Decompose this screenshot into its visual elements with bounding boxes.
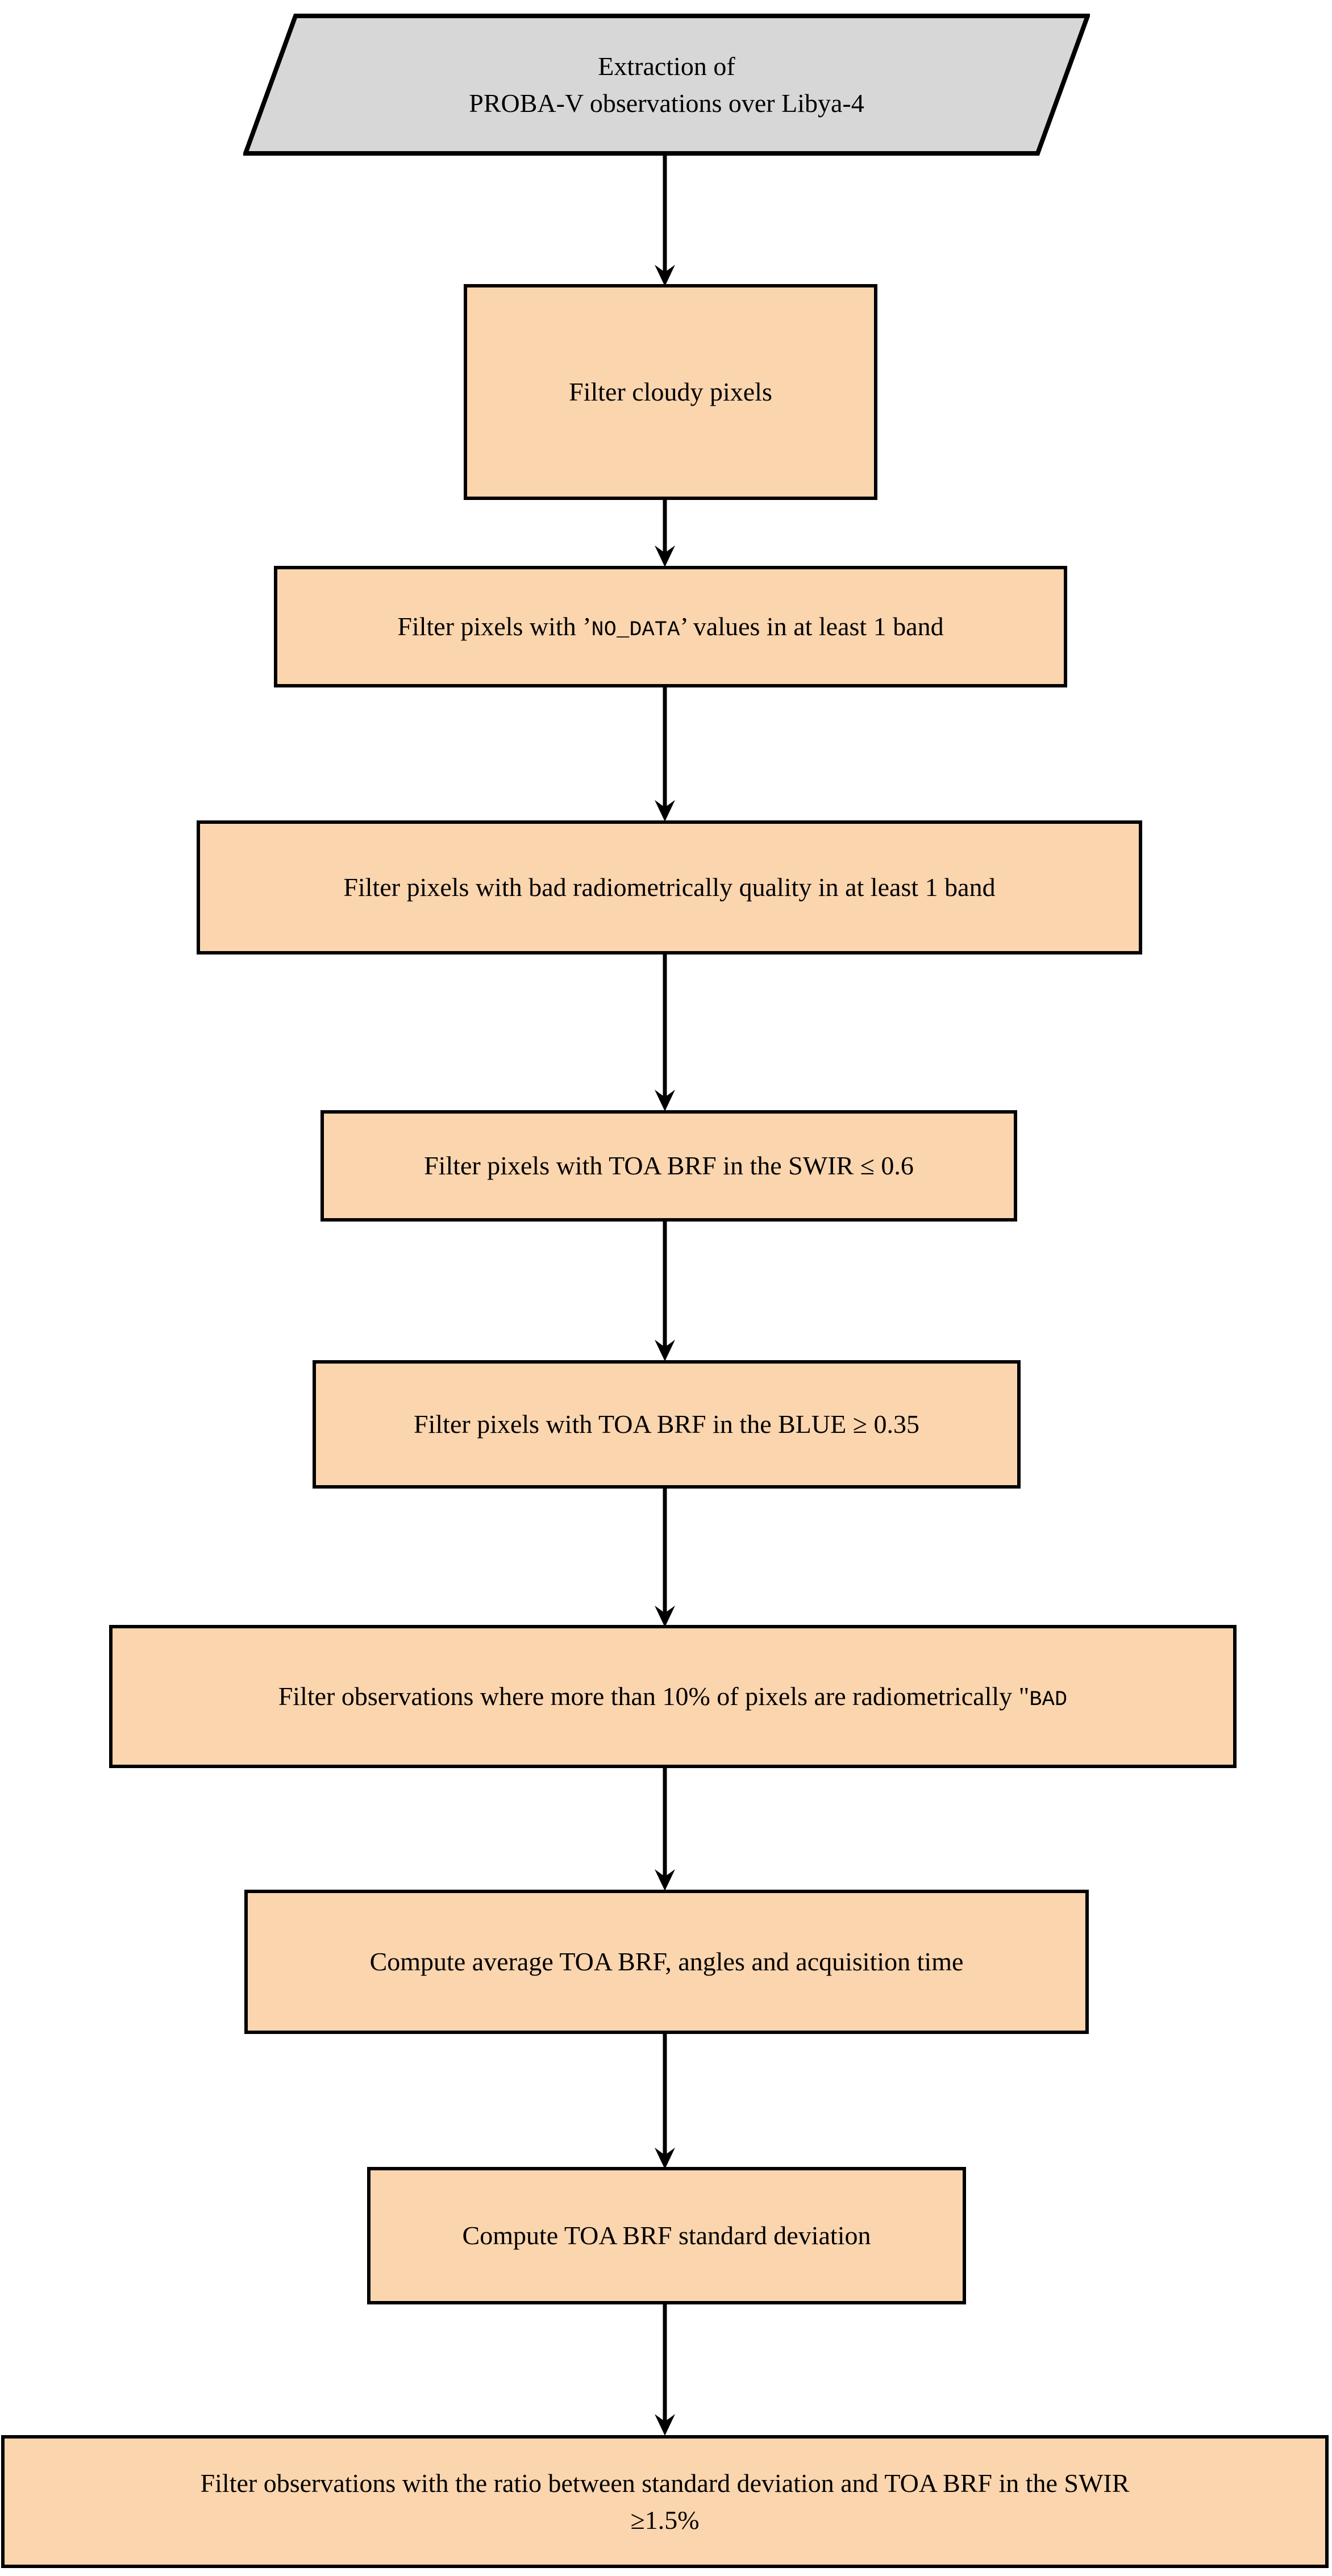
node-extraction-label: Extraction of PROBA-V observations over … [243, 48, 1090, 122]
node-extraction-line1: Extraction of [598, 51, 735, 81]
node-filter-swir-threshold[interactable]: Filter pixels with TOA BRF in the SWIR ≤… [320, 1110, 1017, 1222]
node-filter-ratio-threshold[interactable]: Filter observations with the ratio betwe… [1, 2435, 1329, 2568]
node-filter-bad-radiometric-quality[interactable]: Filter pixels with bad radiometrically q… [197, 820, 1142, 954]
node-filter-bad-observations-label: Filter observations where more than 10% … [113, 1678, 1233, 1715]
edge-n1-to-n2 [648, 152, 682, 287]
node-compute-average-label: Compute average TOA BRF, angles and acqu… [369, 1947, 964, 1977]
node-filter-ratio-threshold-label: Filter observations with the ratio betwe… [5, 2465, 1325, 2539]
node-extraction-terminator[interactable]: Extraction of PROBA-V observations over … [243, 14, 1090, 156]
node-filter-no-data-pre: Filter pixels with ’ [397, 612, 592, 641]
edge-n3-to-n4 [648, 686, 682, 823]
node-filter-bad-observations[interactable]: Filter observations where more than 10% … [109, 1625, 1237, 1768]
edge-n9-to-n10 [648, 2303, 682, 2437]
node-filter-blue-threshold-label: Filter pixels with TOA BRF in the BLUE ≥… [414, 1410, 919, 1439]
node-filter-blue-threshold[interactable]: Filter pixels with TOA BRF in the BLUE ≥… [313, 1360, 1021, 1489]
node-filter-bad-radiometric-quality-label: Filter pixels with bad radiometrically q… [343, 873, 996, 902]
edge-n8-to-n9 [648, 2033, 682, 2170]
token-bad: BAD [1029, 1688, 1068, 1712]
node-filter-bad-observations-pre: Filter observations where more than 10% … [278, 1682, 1030, 1711]
edge-n6-to-n7 [648, 1487, 682, 1628]
edge-n4-to-n5 [648, 953, 682, 1112]
node-filter-swir-threshold-label: Filter pixels with TOA BRF in the SWIR ≤… [424, 1151, 914, 1181]
edge-n5-to-n6 [648, 1220, 682, 1362]
node-compute-average[interactable]: Compute average TOA BRF, angles and acqu… [244, 1890, 1089, 2034]
node-compute-std-dev-label: Compute TOA BRF standard deviation [462, 2221, 871, 2250]
node-filter-ratio-threshold-line1: Filter observations with the ratio betwe… [200, 2468, 1130, 2498]
node-filter-ratio-threshold-line2: ≥1.5% [630, 2506, 700, 2535]
node-extraction-line2: PROBA-V observations over Libya-4 [469, 89, 864, 118]
edge-n2-to-n3 [648, 499, 682, 568]
node-filter-no-data-label: Filter pixels with ’NO_DATA’ values in a… [277, 608, 1064, 645]
node-filter-no-data-post: ’ values in at least 1 band [680, 612, 944, 641]
edge-n7-to-n8 [648, 1766, 682, 1892]
token-no-data: NO_DATA [591, 618, 680, 643]
node-filter-no-data[interactable]: Filter pixels with ’NO_DATA’ values in a… [274, 566, 1067, 687]
node-compute-std-dev[interactable]: Compute TOA BRF standard deviation [367, 2167, 966, 2304]
parallelogram-shape [243, 14, 1090, 156]
node-filter-cloudy-pixels[interactable]: Filter cloudy pixels [464, 284, 877, 500]
node-filter-cloudy-pixels-label: Filter cloudy pixels [569, 377, 772, 407]
